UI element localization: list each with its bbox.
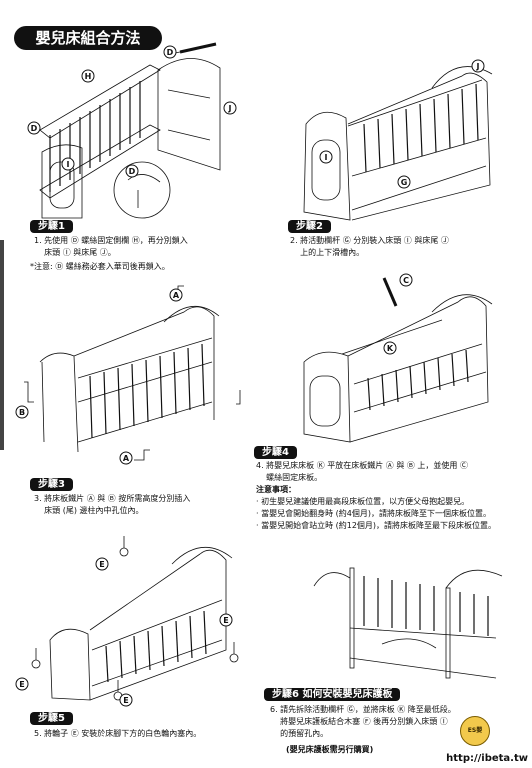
step2-line-1: 2. 將活動欄杆 Ⓖ 分別裝入床頭 Ⓘ 與床尾 Ⓙ bbox=[290, 236, 449, 245]
step3-illustration: A B A bbox=[15, 285, 241, 465]
step4-notes-title: 注意事項： bbox=[256, 485, 296, 494]
callout-I: I bbox=[61, 157, 75, 171]
callout-B: B bbox=[15, 405, 29, 419]
step4-illustration: C K bbox=[303, 273, 493, 443]
svg-text:K: K bbox=[387, 344, 394, 353]
svg-text:I: I bbox=[67, 160, 70, 169]
svg-text:I: I bbox=[325, 153, 328, 162]
svg-text:B: B bbox=[19, 408, 25, 417]
watermark-url: http://ibeta.tw bbox=[446, 753, 528, 764]
callout-C: C bbox=[399, 273, 413, 287]
step3-badge: 步驟3 bbox=[30, 478, 73, 491]
step6-badge: 步驟6 如何安裝嬰兒床護板 bbox=[264, 688, 401, 701]
step1-line-2: 床頭 Ⓘ 與床尾 Ⓙ。 bbox=[34, 248, 116, 257]
step4-line-1: 4. 將嬰兒床床板 Ⓚ 平放在床板鐵片 Ⓐ 與 Ⓑ 上，並使用 Ⓒ bbox=[256, 461, 468, 470]
svg-text:D: D bbox=[31, 124, 38, 133]
svg-text:E: E bbox=[99, 560, 104, 569]
callout-D: D bbox=[163, 45, 177, 59]
callout-J: J bbox=[223, 101, 237, 115]
step2-illustration: J I G bbox=[303, 59, 493, 221]
callout-G: G bbox=[397, 175, 411, 189]
svg-text:D: D bbox=[167, 48, 174, 57]
step1-line-1: 1. 先使用 Ⓓ 螺絲固定側欄 Ⓗ，再分別鎖入 bbox=[34, 236, 188, 245]
svg-text:J: J bbox=[476, 62, 480, 71]
step6-footnote: (嬰兒床護板需另行購買) bbox=[286, 745, 374, 754]
callout-H: H bbox=[81, 69, 95, 83]
svg-text:A: A bbox=[173, 291, 180, 300]
step4-note-2: · 當嬰兒會開始翻身時 (約4個月)，請將床板降至下一個床板位置。 bbox=[256, 509, 491, 518]
step5-line-1: 5. 將輪子 Ⓔ 安裝於床腳下方的白色輪內塞內。 bbox=[34, 729, 202, 738]
svg-text:G: G bbox=[401, 178, 408, 187]
svg-text:E: E bbox=[123, 696, 128, 705]
svg-text:E: E bbox=[223, 616, 228, 625]
step6-illustration bbox=[313, 567, 503, 679]
step5-badge: 步驟5 bbox=[30, 712, 73, 725]
callout-A: A bbox=[119, 451, 133, 465]
callout-E: E bbox=[119, 693, 133, 707]
step5-illustration: E E E E bbox=[15, 536, 239, 707]
callout-J: J bbox=[471, 59, 485, 73]
step4-badge: 步驟4 bbox=[254, 446, 297, 459]
page-title: 嬰兒床組合方法 bbox=[14, 26, 162, 50]
svg-text:J: J bbox=[228, 104, 232, 113]
svg-text:A: A bbox=[123, 454, 130, 463]
callout-K: K bbox=[383, 341, 397, 355]
svg-text:D: D bbox=[129, 167, 136, 176]
callout-E: E bbox=[95, 557, 109, 571]
step6-line-2: 將嬰兒床護板結合木塞 Ⓕ 後再分別鎖入床頭 Ⓘ bbox=[270, 717, 448, 726]
step6-line-1: 6. 請先拆除活動欄杆 Ⓖ，並將床板 Ⓚ 降至最低段。 bbox=[270, 705, 456, 714]
step3-line-1: 3. 將床板鐵片 Ⓐ 與 Ⓑ 按所需高度分別插入 bbox=[34, 494, 191, 503]
callout-I: I bbox=[319, 150, 333, 164]
callout-E: E bbox=[219, 613, 233, 627]
step1-badge: 步驟1 bbox=[30, 220, 73, 233]
step2-line-2: 上的上下滑槽內。 bbox=[290, 248, 365, 257]
svg-text:E: E bbox=[19, 680, 24, 689]
step3-line-2: 床頭 (尾) 邊柱內中孔位內。 bbox=[34, 506, 144, 515]
step2-badge: 步驟2 bbox=[288, 220, 331, 233]
step4-note-1: · 初生嬰兒建議使用最高段床板位置，以方便父母抱起嬰兒。 bbox=[256, 497, 470, 506]
callout-A: A bbox=[169, 288, 183, 302]
step4-note-3: · 當嬰兒開始會站立時 (約12個月)，請將床板降至最下段床板位置。 bbox=[256, 521, 497, 530]
callout-E: E bbox=[15, 677, 29, 691]
svg-text:C: C bbox=[403, 276, 409, 285]
svg-text:H: H bbox=[85, 72, 92, 81]
callout-D: D bbox=[125, 164, 139, 178]
step6-line-3: 的預留孔內。 bbox=[270, 729, 329, 738]
step1-illustration: H D J D I D bbox=[27, 42, 237, 219]
watermark-logo: ES嬰 bbox=[460, 716, 490, 746]
step4-line-2: 螺絲固定床板。 bbox=[256, 473, 323, 482]
page-edge-tab bbox=[0, 240, 4, 450]
callout-D: D bbox=[27, 121, 41, 135]
step1-line-3: *注意: Ⓓ 螺絲務必套入華司後再鎖入。 bbox=[30, 262, 170, 271]
